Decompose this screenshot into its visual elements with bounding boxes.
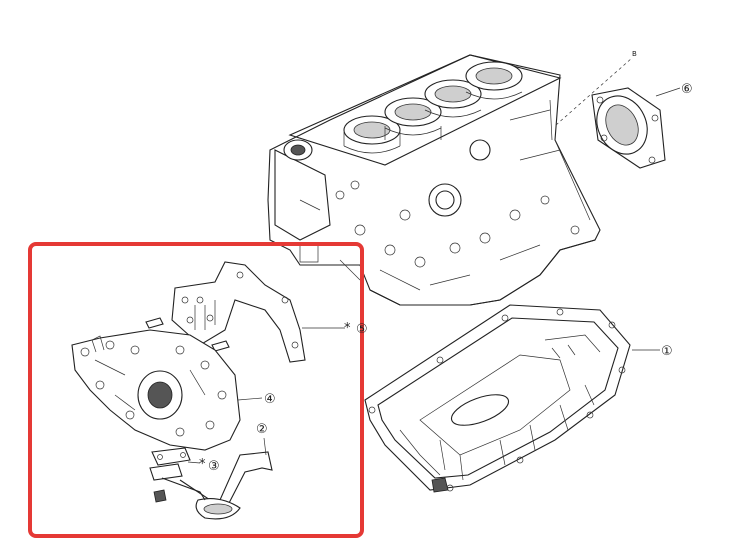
oil-pump <box>71 329 241 451</box>
cylinder-block <box>267 54 601 306</box>
callout-4: ④ <box>264 392 276 407</box>
strainer-gasket <box>149 447 191 481</box>
drain-bolt <box>153 489 167 503</box>
callout-5: ⑤ <box>356 322 368 337</box>
callout-1: ① <box>661 344 673 359</box>
callout-6: ⑥ <box>681 82 693 97</box>
asterisk-5: * <box>344 321 351 336</box>
asterisk-3: * <box>199 457 206 472</box>
callout-2: ② <box>256 422 268 437</box>
oil-pump-gasket <box>171 261 306 363</box>
callout-3: ③ <box>208 459 220 474</box>
oil-strainer <box>161 451 273 520</box>
rear-oil-seal-retainer <box>591 87 666 169</box>
oil-pan <box>364 304 631 493</box>
highlight-box <box>28 242 364 538</box>
bolt-label: B <box>632 50 637 58</box>
